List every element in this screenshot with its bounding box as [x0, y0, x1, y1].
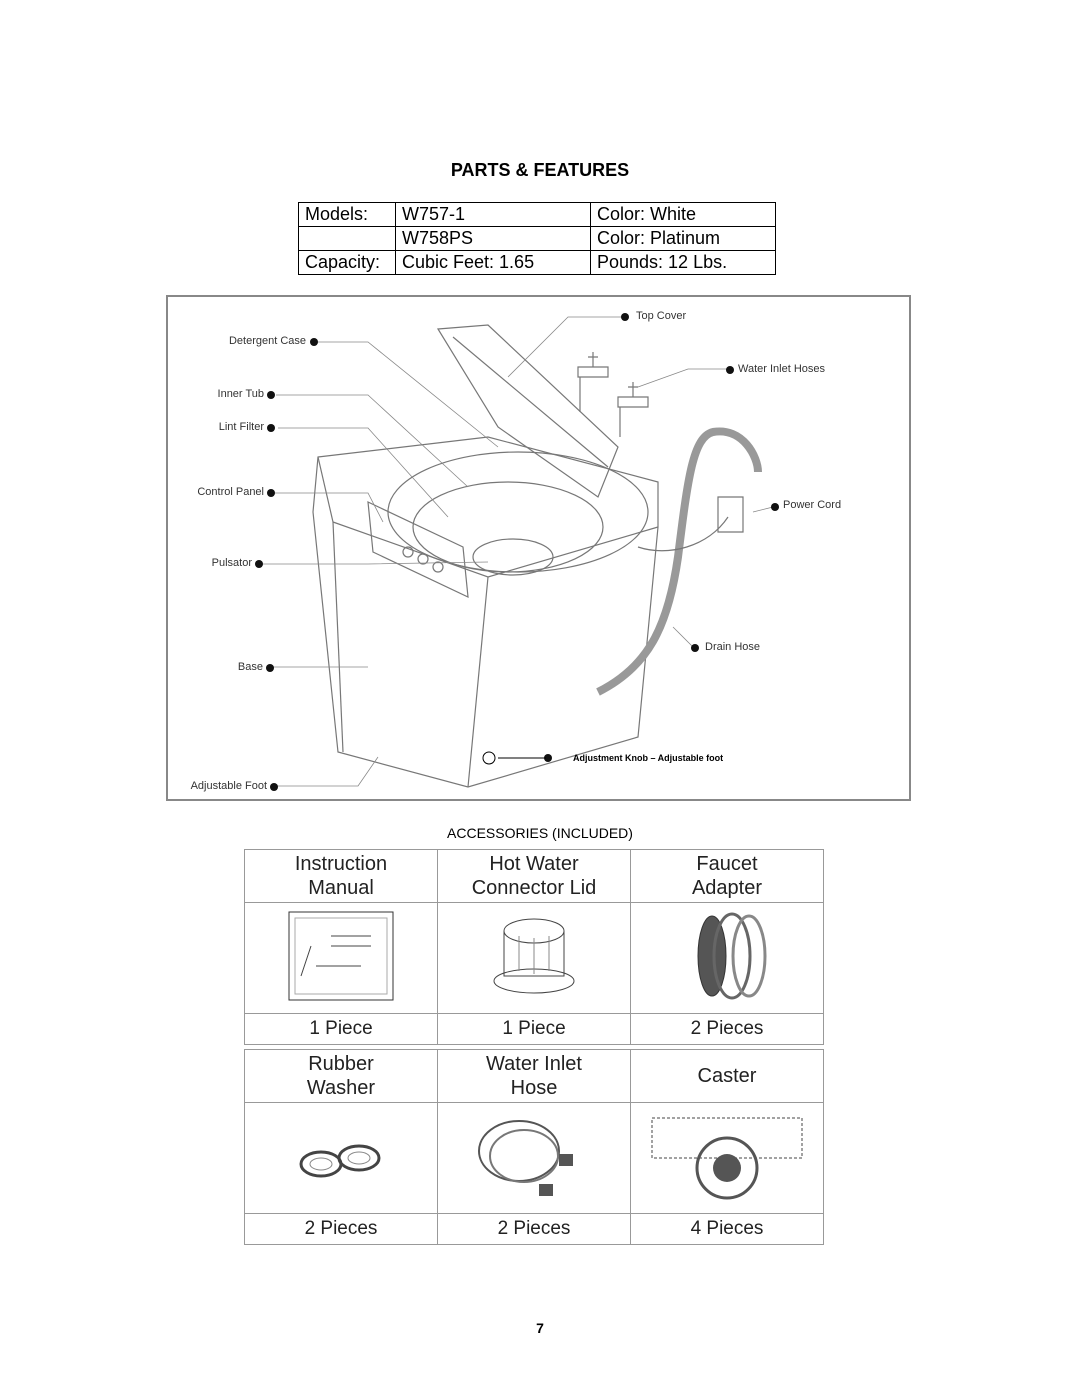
accessory-count: 1 Piece — [244, 1013, 438, 1045]
label-detergent-case: Detergent Case — [228, 335, 306, 347]
accessory-image-row — [244, 1102, 824, 1214]
accessory-count-row: 2 Pieces 2 Pieces 4 Pieces — [244, 1213, 824, 1245]
label-inner-tub: Inner Tub — [217, 388, 264, 400]
specs-table: Models: W757-1 Color: White W758PS Color… — [298, 202, 776, 275]
connector-lid-image — [437, 902, 631, 1014]
specs-row: Models: W757-1 Color: White — [298, 202, 776, 227]
spec-label: Models: — [298, 202, 396, 227]
label-adjustable-foot: Adjustable Foot — [190, 780, 267, 792]
accessory-image-row — [244, 902, 824, 1014]
label-drain-hose: Drain Hose — [705, 641, 761, 653]
spec-color: Color: White — [590, 202, 776, 227]
label-top-cover: Top Cover — [636, 310, 687, 322]
spec-color: Color: Platinum — [590, 226, 776, 251]
label-pulsator: Pulsator — [211, 557, 252, 569]
label-control-panel: Control Panel — [197, 486, 264, 498]
accessory-count: 2 Pieces — [437, 1213, 631, 1245]
caster-image — [630, 1102, 824, 1214]
accessory-count-row: 1 Piece 1 Piece 2 Pieces — [244, 1013, 824, 1045]
label-base: Base — [237, 661, 263, 673]
washer-diagram: Detergent Case Inner Tub Lint Filter Con… — [166, 295, 911, 801]
spec-weight: Pounds: 12 Lbs. — [590, 250, 776, 275]
label-power-cord: Power Cord — [783, 499, 842, 511]
faucet-adapter-image — [630, 902, 824, 1014]
accessory-count: 4 Pieces — [630, 1213, 824, 1245]
accessory-count: 2 Pieces — [244, 1213, 438, 1245]
water-inlet-hose-image — [437, 1102, 631, 1214]
page-title: PARTS & FEATURES — [450, 160, 630, 180]
accessories-title: ACCESSORIES (INCLUDED) — [447, 825, 633, 841]
page-number: 7 — [536, 1320, 544, 1336]
accessory-count: 2 Pieces — [630, 1013, 824, 1045]
instruction-manual-image — [244, 902, 438, 1014]
specs-row: Capacity: Cubic Feet: 1.65 Pounds: 12 Lb… — [298, 250, 776, 275]
label-lint-filter: Lint Filter — [218, 421, 264, 433]
spec-model: W757-1 — [395, 202, 591, 227]
spec-label: Capacity: — [298, 250, 396, 275]
spec-label — [298, 226, 396, 251]
accessory-count: 1 Piece — [437, 1013, 631, 1045]
label-water-inlet-hoses: Water Inlet Hoses — [738, 363, 826, 375]
accessory-name: Caster — [630, 1049, 824, 1103]
specs-row: W758PS Color: Platinum — [298, 226, 776, 251]
rubber-washer-image — [244, 1102, 438, 1214]
adjustment-note: Adjustment Knob – Adjustable foot — [573, 753, 724, 763]
spec-model: W758PS — [395, 226, 591, 251]
washer-illustration — [255, 313, 779, 791]
spec-capacity: Cubic Feet: 1.65 — [395, 250, 591, 275]
